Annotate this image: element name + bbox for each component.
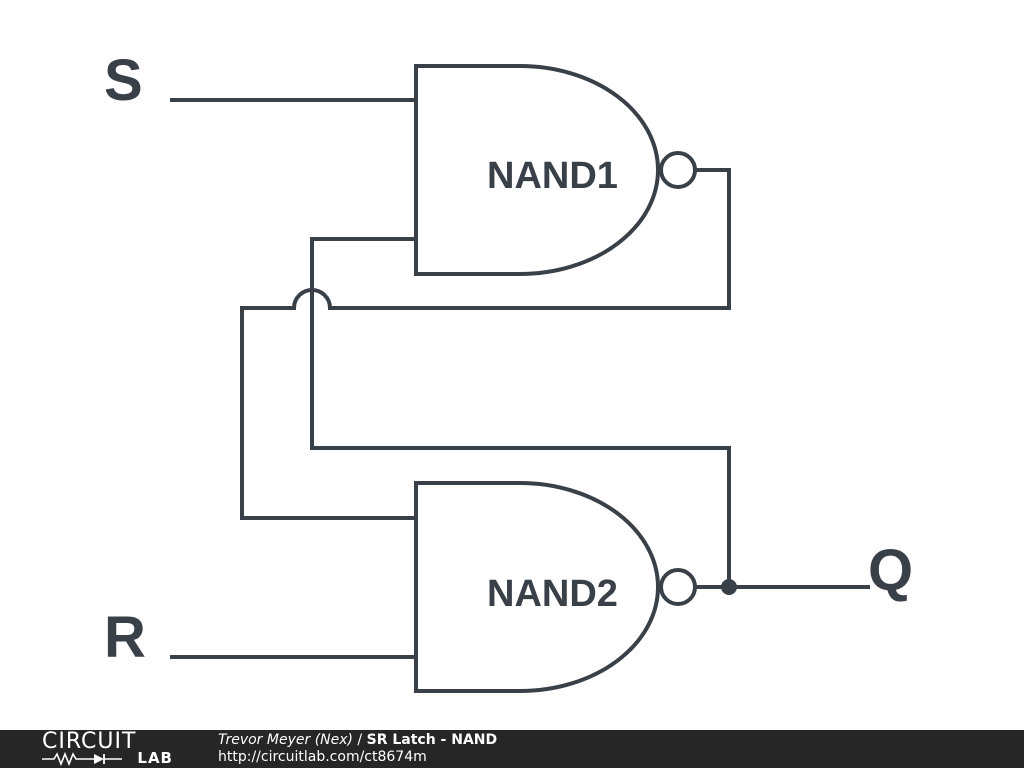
nand1-body [414, 64, 660, 276]
junction-dot [721, 579, 737, 595]
nand1-label: NAND1 [487, 155, 618, 197]
nand2-label: NAND2 [487, 573, 618, 615]
nand2-inverter-bubble [659, 568, 697, 606]
footer-bar: CIRCUIT LAB Trevor Meyer (Nex) / SR Latc… [0, 730, 1024, 768]
circuit-url-link[interactable]: http://circuitlab.com/ct8674m [218, 749, 427, 765]
output-label-q: Q [868, 538, 913, 603]
credit-separator: / [352, 732, 367, 748]
author-name[interactable]: Trevor Meyer (Nex) [218, 732, 353, 748]
wire-nand1-output-feedback [240, 168, 731, 520]
nand1-inverter-bubble [659, 151, 697, 189]
input-label-r: R [104, 605, 146, 670]
nand2-body [414, 481, 660, 693]
wire-nand2-output-feedback [310, 237, 731, 589]
nand2-gate: NAND2 [414, 481, 697, 693]
nand1-gate: NAND1 [414, 64, 697, 276]
logo-text-circuit: CIRCUIT [42, 729, 137, 754]
resistor-diode-icon [42, 752, 122, 766]
circuit-title: SR Latch - NAND [366, 732, 498, 748]
logo-text-lab: LAB [137, 749, 173, 767]
credit-line: Trevor Meyer (Nex) / SR Latch - NAND [218, 732, 497, 748]
input-label-s: S [104, 48, 143, 113]
circuitlab-logo[interactable]: CIRCUIT LAB [42, 731, 177, 767]
sr-latch-schematic: S R Q NAND1 NAND2 [104, 48, 913, 693]
